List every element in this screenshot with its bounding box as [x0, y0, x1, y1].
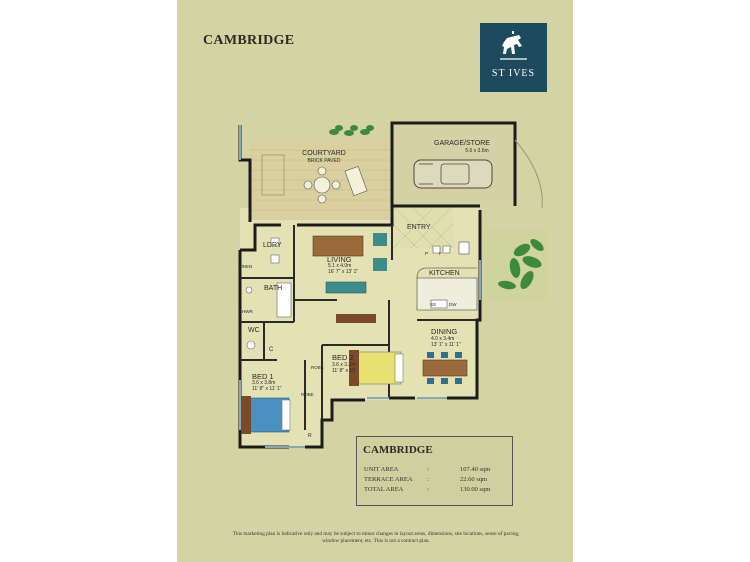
dining-size-m: 4.0 x 3.4m — [431, 336, 455, 342]
schedule-value: 22.60 sqm — [460, 476, 488, 483]
bed2-label: BED 2 — [332, 353, 354, 362]
ldry-label: LDRY — [263, 242, 282, 249]
schedule-label: TOTAL AREA — [364, 486, 404, 493]
garage-size: 5.6 x 3.6m — [465, 148, 489, 154]
schedule-sep: : — [427, 466, 429, 473]
dining-label: DINING — [431, 327, 458, 336]
dishwasher-label: DW — [449, 302, 457, 307]
plant-icon — [498, 239, 544, 290]
cupboard-label: C — [269, 347, 274, 353]
schedule-title: CAMBRIDGE — [363, 444, 433, 456]
driveway-curve — [514, 139, 543, 209]
schedule-label: UNIT AREA — [364, 466, 399, 473]
schedule-sep: : — [427, 476, 429, 483]
car-icon — [413, 159, 493, 189]
bed1-label: BED 1 — [252, 372, 274, 381]
brand-logo: ST IVES — [480, 23, 547, 92]
kitchen-bench — [416, 241, 478, 311]
horse-rider-icon — [500, 31, 527, 60]
bed1-size-m: 3.6 x 3.8m — [252, 380, 276, 386]
windows — [239, 125, 481, 448]
robe-label-bed1: ROBE — [301, 392, 314, 397]
schedule-value: 130.00 sqm — [460, 486, 491, 493]
bath-label: BATH — [264, 285, 283, 292]
bed-2-icon — [349, 350, 404, 386]
entry-tiles — [393, 206, 453, 248]
dining-size-ft: 13' 1" x 11' 1" — [431, 342, 461, 348]
living-label: LIVING — [327, 255, 352, 264]
linen-label: LINEN — [239, 264, 253, 269]
floor-plan — [238, 121, 547, 449]
area-schedule: CAMBRIDGE UNIT AREA : 107.40 sqm TERRACE… — [356, 436, 513, 506]
bath-fixtures — [245, 237, 451, 350]
fridge-label: F — [439, 251, 442, 256]
disclaimer-text: This marketing plan is indicative only a… — [232, 531, 520, 544]
sink-label: SS — [430, 302, 437, 307]
schedule-value: 107.40 sqm — [460, 466, 491, 473]
wc-label: WC — [248, 327, 260, 334]
shower-label: SHWR — [239, 309, 253, 314]
dining-table-icon — [422, 352, 468, 384]
bed-1-icon — [241, 396, 291, 434]
page-title: CAMBRIDGE — [203, 33, 295, 48]
entry-label: ENTRY — [407, 224, 431, 231]
bed2-size-ft: 11' 8" x 10' — [332, 368, 356, 374]
logo-text: ST IVES — [491, 68, 536, 79]
room-labels: COURTYARD BRICK PAVED GARAGE/STORE 5.6 x… — [177, 0, 573, 562]
courtyard-label: COURTYARD — [302, 150, 346, 157]
outdoor-table-icon — [303, 166, 368, 204]
entry-tile-pattern — [392, 205, 454, 249]
schedule-sep: : — [427, 486, 429, 493]
r-label: R — [308, 433, 312, 439]
kitchen-label: KITCHEN — [429, 270, 460, 277]
courtyard-stair — [261, 154, 285, 196]
living-size-m: 5.1 x 4.0m — [328, 263, 352, 269]
schedule-label: TERRACE AREA — [364, 476, 413, 483]
floorplan-sheet: CAMBRIDGE ST IVES — [177, 0, 573, 562]
robe-label-bed2: ROBE — [311, 365, 324, 370]
pantry-label: P — [425, 251, 429, 256]
living-size-ft: 16' 7" x 13' 1" — [328, 269, 359, 275]
bed1-size-ft: 11' 8" x 11' 1" — [252, 386, 282, 392]
interior-walls — [240, 225, 477, 430]
bed2-size-m: 3.6 x 3.2m — [332, 362, 356, 368]
courtyard-note: BRICK PAVED — [307, 158, 341, 164]
sofa-icon — [312, 233, 387, 323]
garage-label: GARAGE/STORE — [434, 140, 490, 147]
courtyard-plants-icon — [329, 125, 374, 136]
